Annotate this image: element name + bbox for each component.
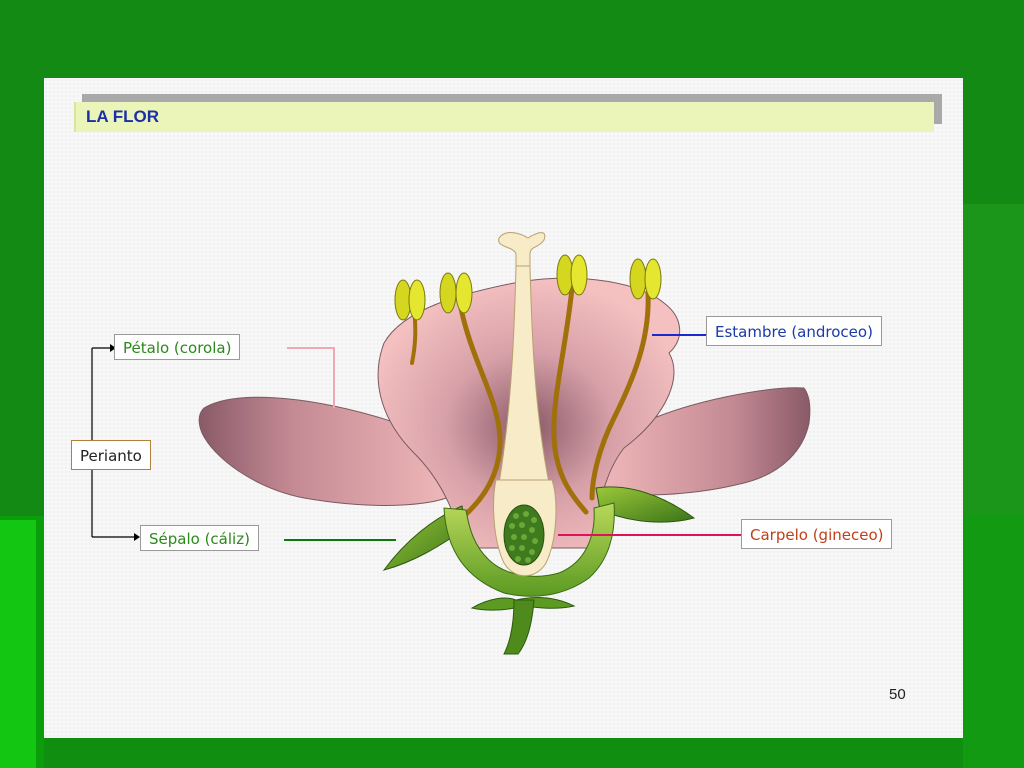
anther xyxy=(408,279,426,321)
stamens xyxy=(394,254,662,519)
arrow-right-icon xyxy=(110,344,116,352)
pistil xyxy=(493,232,557,577)
anther xyxy=(439,272,457,314)
receptacle xyxy=(443,502,615,597)
anther xyxy=(455,272,473,314)
anther xyxy=(644,258,662,300)
slide: LA FLOR xyxy=(44,78,963,738)
perianto-label: Perianto xyxy=(71,440,151,470)
background-right-band xyxy=(963,78,1024,204)
anther xyxy=(570,254,588,296)
page-number: 50 xyxy=(889,686,906,703)
title-bar: LA FLOR xyxy=(74,102,934,132)
flower-diagram xyxy=(91,232,811,655)
background-right-band xyxy=(963,204,1024,514)
background-top-band xyxy=(0,0,1024,78)
background-bottom-band xyxy=(44,738,963,768)
carpelo-label: Carpelo (gineceo) xyxy=(741,519,893,549)
sepalo-label: Sépalo (cáliz) xyxy=(140,525,259,551)
filament xyxy=(589,290,651,501)
stem xyxy=(503,599,535,655)
background-left-band xyxy=(0,520,36,768)
slide-title: LA FLOR xyxy=(86,107,160,126)
background-right-band xyxy=(963,514,1024,768)
right-sepal xyxy=(595,486,696,523)
petalo-label: Pétalo (corola) xyxy=(114,334,241,360)
petalo-connector-line xyxy=(287,347,335,408)
stigma xyxy=(498,232,546,269)
ovule-dots xyxy=(509,511,538,563)
estambre-label: Estambre (androceo) xyxy=(706,316,882,346)
filament xyxy=(551,285,589,515)
arrow-right-icon xyxy=(134,533,140,541)
filament xyxy=(456,295,503,519)
anther xyxy=(629,258,647,300)
